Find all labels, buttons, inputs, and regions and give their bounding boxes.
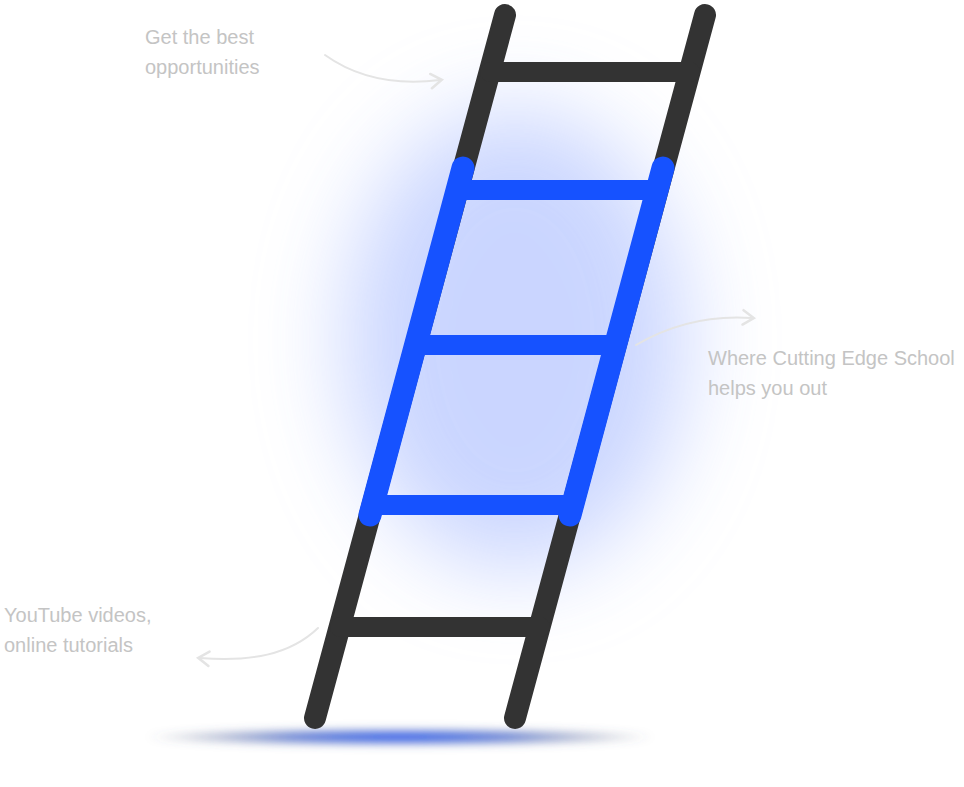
glow (345, 110, 685, 570)
leader-arrow (200, 628, 318, 659)
annotation-label: Get the best opportunities (145, 22, 330, 82)
right-rail (515, 15, 705, 718)
left-rail (315, 15, 505, 718)
leader-lines (200, 55, 752, 659)
leader-arrow (636, 317, 752, 345)
ground-shadow (145, 728, 655, 746)
ladder-rails (315, 15, 705, 718)
rung (416, 335, 616, 355)
rung (458, 180, 658, 200)
rung (340, 617, 540, 637)
leader-arrow (325, 55, 440, 82)
annotation-label: Where Cutting Edge School helps you out (708, 343, 958, 403)
rung (373, 495, 573, 515)
annotation-label: YouTube videos, online tutorials (4, 600, 199, 660)
highlighted-section (370, 168, 663, 515)
rung (490, 62, 690, 82)
